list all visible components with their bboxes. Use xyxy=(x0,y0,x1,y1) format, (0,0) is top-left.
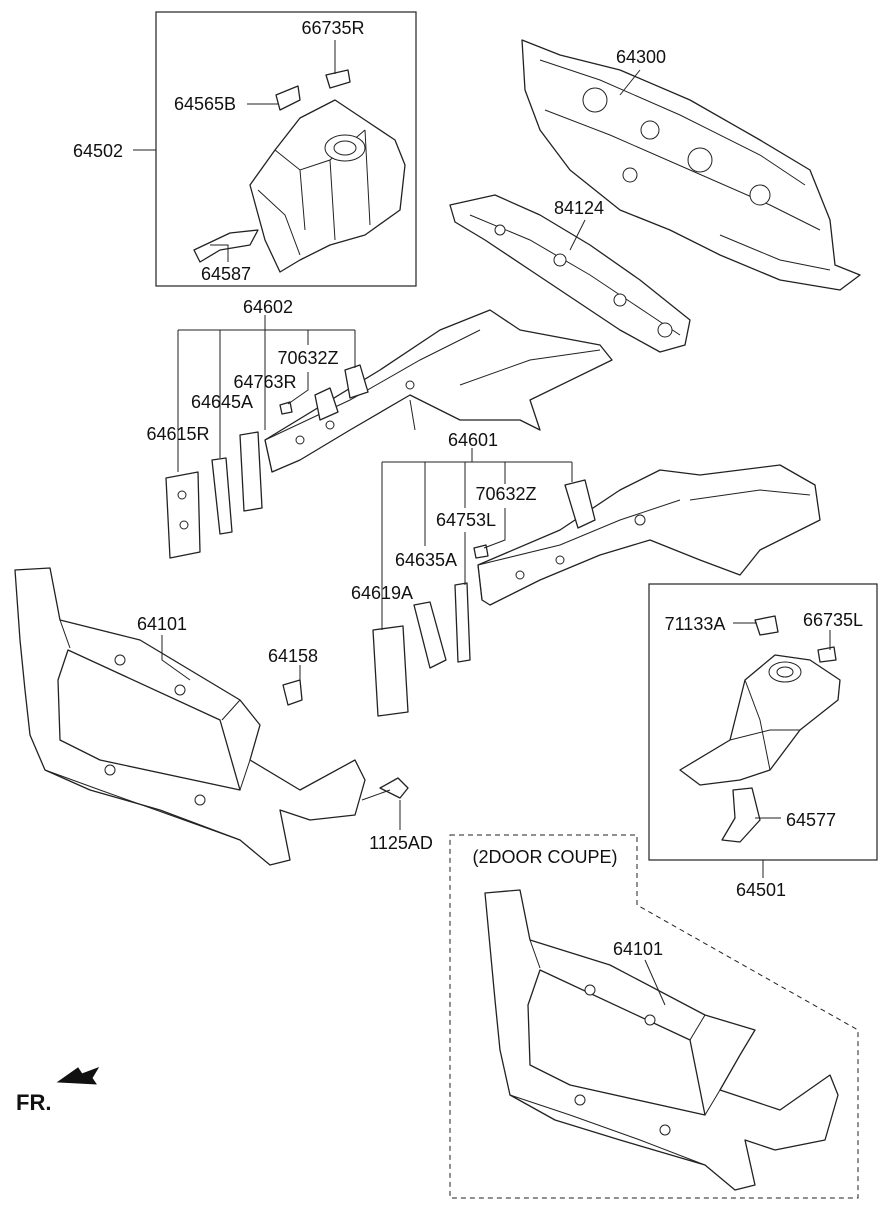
part-64101-drawing-a xyxy=(14,567,366,866)
part-64601-drawing xyxy=(477,464,821,606)
label-coupe-note: (2DOOR COUPE) xyxy=(472,847,617,867)
part-64619A xyxy=(372,625,409,717)
label-66735L: 66735L xyxy=(803,610,863,630)
part-64635A xyxy=(413,601,447,669)
label-64619A: 64619A xyxy=(351,583,413,603)
part-64101-drawing-b xyxy=(484,889,839,1191)
box-64502 xyxy=(155,11,417,287)
label-64635A: 64635A xyxy=(395,550,457,570)
part-71133A xyxy=(754,615,779,636)
label-64577: 64577 xyxy=(786,810,836,830)
part-64158 xyxy=(282,679,303,706)
label-66735R: 66735R xyxy=(301,18,364,38)
part-64300-drawing xyxy=(521,39,861,291)
label-64763R: 64763R xyxy=(233,372,296,392)
part-66735L xyxy=(817,646,837,663)
label-64753L: 64753L xyxy=(436,510,496,530)
label-71133A: 71133A xyxy=(665,614,726,634)
label-fr: FR. xyxy=(16,1090,51,1115)
label-64501: 64501 xyxy=(736,880,786,900)
label-64615R: 64615R xyxy=(146,424,209,444)
part-1125AD-bolt xyxy=(361,777,409,801)
label-64101-a: 64101 xyxy=(137,614,187,634)
part-64501-drawing xyxy=(679,615,841,843)
part-64645A xyxy=(211,457,233,535)
label-64158: 64158 xyxy=(268,646,318,666)
label-84124: 84124 xyxy=(554,198,604,218)
label-64300: 64300 xyxy=(616,47,666,67)
part-labels: 66735R 64565B 64502 64587 64300 84124 64… xyxy=(16,18,863,1115)
part-84124-drawing xyxy=(449,194,691,353)
label-64601: 64601 xyxy=(448,430,498,450)
leader-lines xyxy=(133,40,831,1006)
label-64645A: 64645A xyxy=(191,392,253,412)
part-64587 xyxy=(193,229,259,263)
part-64502-drawing xyxy=(193,69,406,273)
label-64602: 64602 xyxy=(243,297,293,317)
part-64577 xyxy=(721,787,761,843)
label-64502: 64502 xyxy=(73,141,123,161)
label-64101-b: 64101 xyxy=(613,939,663,959)
label-70632Z-a: 70632Z xyxy=(277,348,338,368)
part-64763R xyxy=(239,431,263,512)
part-66735R xyxy=(325,69,351,89)
label-64565B: 64565B xyxy=(174,94,236,114)
label-64587: 64587 xyxy=(201,264,251,284)
part-64565B xyxy=(275,85,301,111)
label-70632Z-b: 70632Z xyxy=(475,484,536,504)
part-70632Z-a xyxy=(279,401,293,415)
label-1125AD: 1125AD xyxy=(369,833,433,853)
part-64602-drawing xyxy=(264,309,613,473)
part-64615R-drawing xyxy=(165,471,201,559)
front-direction-arrow-icon xyxy=(56,1067,100,1085)
part-64753L xyxy=(454,582,471,663)
